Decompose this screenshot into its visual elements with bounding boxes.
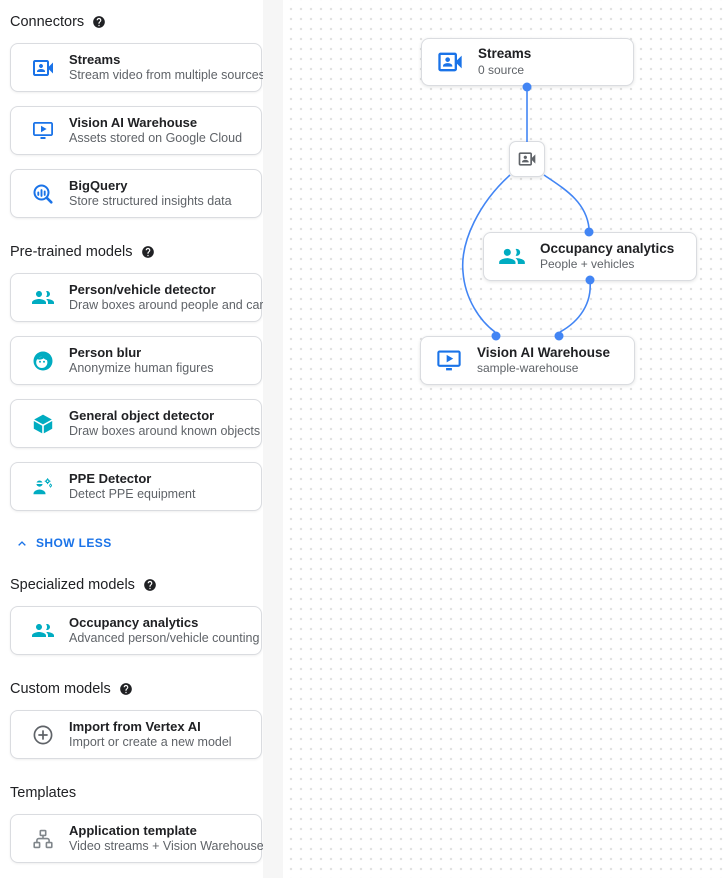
card-subtitle: Advanced person/vehicle counting bbox=[69, 630, 260, 645]
card-occupancy-analytics[interactable]: Occupancy analytics Advanced person/vehi… bbox=[10, 606, 262, 655]
people-icon bbox=[498, 243, 526, 271]
node-text: Occupancy analytics People + vehicles bbox=[540, 240, 674, 273]
card-title: General object detector bbox=[69, 407, 215, 423]
card-text: Person blur Anonymize human figures bbox=[69, 345, 214, 377]
card-text: Streams Stream video from multiple sourc… bbox=[69, 51, 265, 84]
sidebar-scroll-gutter[interactable] bbox=[263, 0, 283, 878]
graph-node-occupancy-analytics[interactable]: Occupancy analytics People + vehicles bbox=[483, 232, 697, 281]
card-ppe-detector[interactable]: PPE Detector Detect PPE equipment bbox=[10, 462, 262, 511]
section-pretrained-models: Pre-trained models Person/vehicle detect… bbox=[10, 244, 283, 511]
cube-icon bbox=[31, 412, 55, 436]
graph-node-vision-ai-warehouse[interactable]: Vision AI Warehouse sample-warehouse bbox=[420, 336, 635, 385]
edge-occupancy-to-warehouse bbox=[559, 280, 591, 333]
section-header: Specialized models bbox=[10, 577, 283, 593]
card-text: Person/vehicle detector Draw boxes aroun… bbox=[69, 281, 270, 314]
section-custom-models: Custom models Import from Vertex AI Impo… bbox=[10, 681, 283, 759]
card-text: General object detector Draw boxes aroun… bbox=[69, 407, 261, 440]
warehouse-display-icon bbox=[31, 119, 55, 143]
card-title: Person blur bbox=[69, 344, 142, 360]
ppe-person-icon bbox=[31, 475, 55, 499]
help-icon[interactable] bbox=[92, 15, 106, 29]
card-text: PPE Detector Detect PPE equipment bbox=[69, 471, 195, 503]
card-import-from-vertex-ai[interactable]: Import from Vertex AI Import or create a… bbox=[10, 710, 262, 759]
card-text: Occupancy analytics Advanced person/vehi… bbox=[69, 614, 260, 647]
card-subtitle: Draw boxes around people and cars bbox=[69, 297, 270, 312]
card-title: Vision AI Warehouse bbox=[69, 114, 198, 130]
video-camera-icon bbox=[517, 149, 537, 169]
card-subtitle: Import or create a new model bbox=[69, 734, 232, 749]
card-title: Import from Vertex AI bbox=[69, 718, 201, 734]
video-camera-icon bbox=[31, 56, 55, 80]
card-subtitle: Assets stored on Google Cloud bbox=[69, 130, 243, 145]
section-title: Templates bbox=[10, 785, 77, 801]
warehouse-display-icon bbox=[435, 347, 463, 375]
card-subtitle: Video streams + Vision Warehouse bbox=[69, 838, 264, 853]
card-subtitle: Store structured insights data bbox=[69, 193, 232, 208]
people-icon bbox=[31, 286, 55, 310]
node-subtitle: 0 source bbox=[478, 62, 525, 77]
section-header: Pre-trained models bbox=[10, 244, 283, 260]
edge-processor-to-occupancy bbox=[543, 174, 590, 229]
section-title: Connectors bbox=[10, 14, 85, 30]
help-icon[interactable] bbox=[119, 682, 133, 696]
card-subtitle: Detect PPE equipment bbox=[69, 486, 196, 501]
card-title: BigQuery bbox=[69, 177, 128, 193]
face-blur-icon bbox=[31, 349, 55, 373]
card-text: BigQuery Store structured insights data bbox=[69, 178, 232, 210]
app-template-tree-icon bbox=[31, 827, 55, 851]
node-subtitle: sample-warehouse bbox=[477, 361, 579, 376]
section-title: Custom models bbox=[10, 681, 111, 697]
section-header: Templates bbox=[10, 785, 283, 801]
help-icon[interactable] bbox=[143, 578, 157, 592]
graph-node-streams[interactable]: Streams 0 source bbox=[421, 38, 634, 86]
card-person-vehicle-detector[interactable]: Person/vehicle detector Draw boxes aroun… bbox=[10, 273, 270, 322]
card-text: Vision AI Warehouse Assets stored on Goo… bbox=[69, 115, 242, 147]
section-title: Specialized models bbox=[10, 577, 135, 593]
chevron-up-icon bbox=[18, 541, 26, 546]
help-icon[interactable] bbox=[141, 245, 155, 259]
section-header: Connectors bbox=[10, 14, 283, 30]
card-application-template[interactable]: Application template Video streams + Vis… bbox=[10, 814, 264, 863]
card-general-object-detector[interactable]: General object detector Draw boxes aroun… bbox=[10, 399, 262, 448]
component-sidebar: Connectors Streams Stream video from mul… bbox=[0, 0, 283, 878]
card-text: Import from Vertex AI Import or create a… bbox=[69, 719, 232, 751]
card-streams[interactable]: Streams Stream video from multiple sourc… bbox=[10, 43, 265, 92]
bigquery-search-icon bbox=[31, 182, 55, 206]
card-vision-ai-warehouse[interactable]: Vision AI Warehouse Assets stored on Goo… bbox=[10, 106, 262, 155]
show-less-button[interactable]: SHOW LESS bbox=[14, 535, 283, 551]
section-templates: Templates Application template Video str… bbox=[10, 785, 283, 863]
node-title: Streams bbox=[478, 46, 532, 62]
card-subtitle: Draw boxes around known objects bbox=[69, 423, 261, 438]
add-circle-icon bbox=[31, 723, 55, 747]
card-title: PPE Detector bbox=[69, 470, 152, 486]
section-connectors: Connectors Streams Stream video from mul… bbox=[10, 14, 283, 218]
card-title: Occupancy analytics bbox=[69, 614, 199, 630]
video-camera-icon bbox=[436, 48, 464, 76]
card-bigquery[interactable]: BigQuery Store structured insights data bbox=[10, 169, 262, 218]
card-subtitle: Stream video from multiple sources bbox=[69, 67, 265, 82]
node-title: Vision AI Warehouse bbox=[477, 344, 611, 360]
graph-edges-layer bbox=[461, 82, 595, 341]
node-text: Vision AI Warehouse sample-warehouse bbox=[477, 344, 610, 377]
section-title: Pre-trained models bbox=[10, 244, 133, 260]
card-title: Streams bbox=[69, 51, 121, 67]
people-icon bbox=[31, 619, 55, 643]
section-header: Custom models bbox=[10, 681, 283, 697]
card-person-blur[interactable]: Person blur Anonymize human figures bbox=[10, 336, 262, 385]
card-title: Person/vehicle detector bbox=[69, 281, 216, 297]
card-text: Application template Video streams + Vis… bbox=[69, 822, 264, 855]
node-title: Occupancy analytics bbox=[540, 240, 675, 256]
node-subtitle: People + vehicles bbox=[540, 257, 635, 272]
show-less-label: SHOW LESS bbox=[36, 536, 112, 550]
graph-node-stream-processor[interactable] bbox=[509, 141, 545, 177]
card-title: Application template bbox=[69, 822, 197, 838]
graph-canvas[interactable]: Streams 0 source Occupancy analytics Peo… bbox=[283, 0, 725, 878]
card-subtitle: Anonymize human figures bbox=[69, 360, 214, 375]
section-specialized-models: Specialized models Occupancy analytics A… bbox=[10, 577, 283, 655]
node-text: Streams 0 source bbox=[478, 45, 531, 78]
